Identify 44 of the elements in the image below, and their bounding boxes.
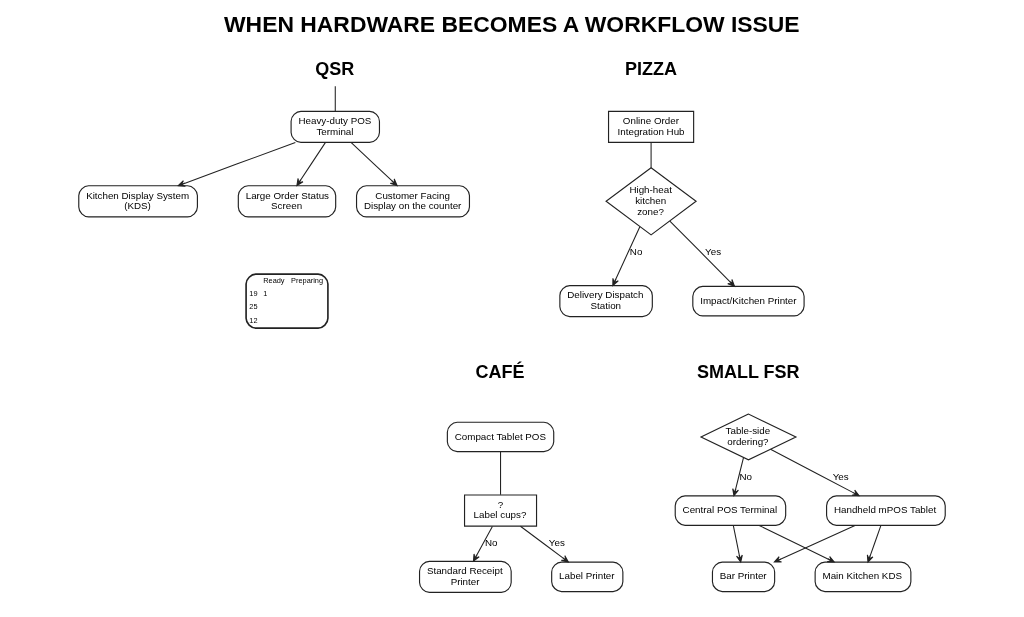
edge-label: Yes bbox=[832, 470, 849, 482]
edge-label: No bbox=[485, 537, 498, 549]
label: 25 bbox=[249, 302, 258, 312]
arrow bbox=[472, 525, 493, 562]
node-box: Customer Facing Display on the counter bbox=[355, 185, 471, 218]
node-box: Central POS Terminal bbox=[674, 495, 787, 526]
node-box: Compact Tablet POS bbox=[446, 421, 555, 453]
node-box: ? Label cups? bbox=[463, 494, 538, 527]
arrow bbox=[732, 457, 744, 497]
edge-label: Yes bbox=[548, 537, 565, 549]
node-text: QSR bbox=[315, 58, 355, 79]
arrow bbox=[296, 141, 327, 187]
label: CAFÉ bbox=[475, 361, 525, 382]
node-diamond: High-heat kitchen zone? bbox=[605, 167, 698, 236]
diagram-title: WHEN HARDWARE BECOMES A WORKFLOW ISSUE bbox=[224, 11, 800, 38]
arrow bbox=[669, 220, 735, 287]
label: 1 bbox=[263, 289, 268, 299]
label: 12 bbox=[249, 315, 258, 325]
connector bbox=[650, 141, 652, 169]
arrow bbox=[866, 524, 882, 563]
label: 19 bbox=[249, 289, 258, 299]
node-box: Main Kitchen KDS bbox=[814, 561, 912, 593]
arrow bbox=[732, 524, 743, 563]
node-box: Large Order Status Screen bbox=[237, 185, 337, 218]
connector bbox=[500, 451, 502, 496]
connector bbox=[334, 85, 336, 112]
node-diamond: Table-side ordering? bbox=[699, 413, 798, 461]
edge-label: No bbox=[739, 470, 752, 482]
arrow bbox=[612, 226, 641, 287]
edge-label: No bbox=[629, 245, 643, 257]
node-box: Kitchen Display System (KDS) bbox=[78, 185, 198, 218]
node-box: Standard Receipt Printer bbox=[418, 560, 512, 593]
label: PIZZA bbox=[624, 58, 677, 79]
label: Ready bbox=[263, 276, 285, 286]
node-box: Label Printer bbox=[551, 561, 624, 593]
node-box: Online Order Integration Hub bbox=[607, 110, 695, 143]
node-box: Impact/Kitchen Printer bbox=[692, 285, 805, 317]
node-box: Bar Printer bbox=[711, 561, 776, 593]
node-box: Delivery Dispatch Station bbox=[559, 285, 653, 318]
node-box: Handheld mPOS Tablet bbox=[826, 495, 946, 526]
node-box: Heavy-duty POS Terminal bbox=[290, 110, 381, 143]
edge-label: Yes bbox=[705, 245, 722, 257]
label: SMALL FSR bbox=[696, 361, 800, 382]
label: Preparing bbox=[291, 276, 324, 286]
